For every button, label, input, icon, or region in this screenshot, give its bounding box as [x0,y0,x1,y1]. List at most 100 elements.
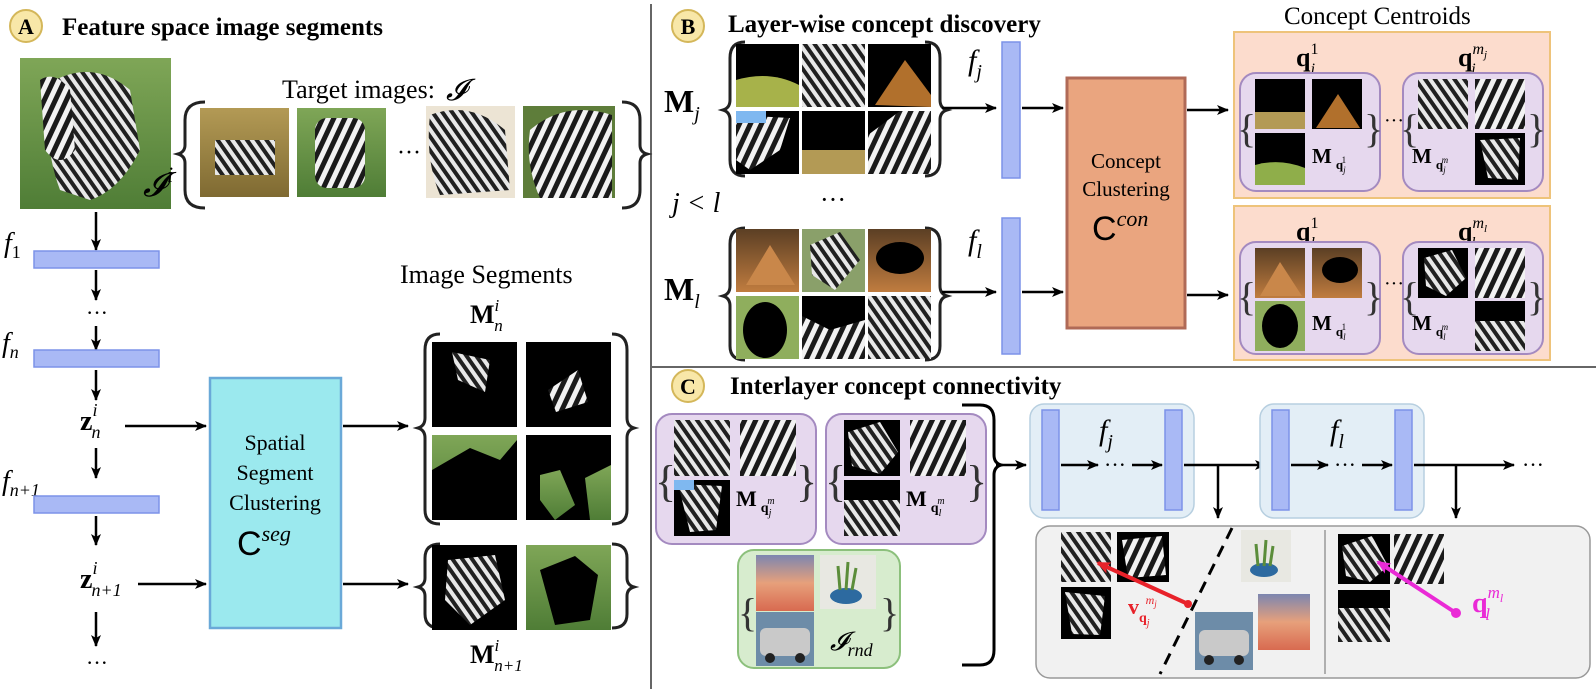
target-images-symbol: 𝓘 [446,74,476,107]
layer-fn1-bar [33,495,160,514]
rnd-image-plant [820,555,876,609]
concept-centroids-title: Concept Centroids [1284,3,1471,30]
target-images-ellipsis: ··· [397,140,421,166]
segments-n-right-brace [611,332,640,526]
c-cell-qjm-1 [674,420,730,476]
c-group-qlm-lbrace: { [825,457,846,506]
target-image-3 [426,106,515,198]
panel-b-badge: B [671,9,705,43]
segments-n1-left-brace [412,542,441,630]
segments-n-left-brace [412,332,441,526]
panel-c-title: Interlayer concept connectivity [730,373,1062,400]
q-vector-arrow [1376,560,1458,615]
layer-f1-bar [33,250,160,269]
rnd-image-sunset [756,555,814,611]
network-fj-dots: ··· [1104,452,1126,477]
layer-fn-label: fn [2,328,19,362]
c-rnd-sunset [1258,594,1310,650]
fl-bar-b [1001,217,1021,355]
Mj-label: Mj [664,83,700,125]
c-group-qlm-rbrace: } [966,457,987,506]
segment-n-3 [432,435,517,520]
segment-n-2 [526,342,611,427]
layer-ellipsis-2: ··· [86,650,108,675]
panel-c-badge: C [671,369,705,403]
Ml-label: Ml [664,271,700,313]
group-q-lm-rbrace: } [1527,274,1546,319]
rnd-group-lbrace: { [738,590,757,635]
layer-fn1-label: fn+1 [2,466,40,500]
panel-b-title: Layer-wise concept discovery [728,11,1041,38]
network-fl-box [1259,403,1425,519]
c-group-qjm-lbrace: { [655,457,676,506]
c-gray-panel [1035,525,1591,679]
c-cell-qjm-2 [740,420,796,476]
target-image-1 [200,108,289,197]
layer-f1-label: f1 [4,228,21,262]
layer-ellipsis-1: ··· [86,300,108,325]
con-box-line1: Concept [1091,149,1161,173]
network-fj-out-bar [1164,409,1183,511]
Ml-left-brace [717,226,746,362]
network-fl-dots: ··· [1334,452,1356,477]
seg-box-line2: Segment [237,460,314,485]
fj-label-b: fj [968,44,982,83]
c-rnd-car [1195,612,1253,670]
c-left-cell-1 [1061,532,1111,582]
group-q-l1-lbrace: { [1237,274,1256,319]
image-superscript: i [167,162,173,187]
centroid-l-dots: ··· [1384,273,1404,295]
group-q-j1-rbrace: } [1364,106,1383,151]
segment-n1-1 [432,545,517,630]
Mj-right-brace [924,40,953,178]
network-trailing-dots: ··· [1522,452,1544,477]
Ml-grid [736,229,931,359]
network-fj-box [1029,403,1195,519]
panel-b: B Layer-wise concept discovery Mj fj j <… [664,3,1551,362]
group-q-l1-rbrace: } [1364,274,1383,319]
query-zebra-image [20,58,171,209]
cell-qlm-2 [1475,248,1525,298]
panel-a-title: Feature space image segments [62,14,383,41]
v-vector-label: vqjmj [1128,593,1157,629]
panel-a-badge: A [9,9,43,43]
image-segments-title: Image Segments [400,260,573,289]
target-images-right-brace [621,100,653,210]
target-images-left-brace [172,100,206,210]
c-rnd-plant [1241,530,1291,582]
segment-n-1 [432,342,517,427]
rnd-group-rbrace: } [880,590,899,635]
c-cell-qlm-2 [910,420,966,476]
segment-n-4 [526,435,611,520]
Ml-right-brace [924,226,953,362]
cell-qjm-2 [1475,79,1525,129]
seg-box-line3: Clustering [229,490,321,515]
panel-c-badge-letter: C [680,374,696,399]
target-image-4 [523,106,615,198]
segment-n1-2 [526,545,611,630]
seg-box-symbol: Cseg [237,521,291,563]
fj-bar-b [1001,41,1021,179]
target-images-label: Target images: [282,75,435,104]
group-q-jm-rbrace: } [1527,106,1546,151]
layer-fn-bar [33,349,160,368]
segments-n1-right-brace [611,542,640,630]
group-q-lm-lbrace: { [1400,274,1419,319]
centroid-j-dots: ··· [1384,110,1404,132]
panel-b-badge-letter: B [681,14,696,39]
network-fj-in-bar [1041,409,1060,511]
Mj-left-brace [717,40,746,178]
cell-qjm-1 [1418,79,1468,129]
group-q-jm-lbrace: { [1400,106,1419,151]
Mj-grid [736,44,931,174]
concept-clustering-box: Concept Clustering Ccon [1065,76,1187,330]
